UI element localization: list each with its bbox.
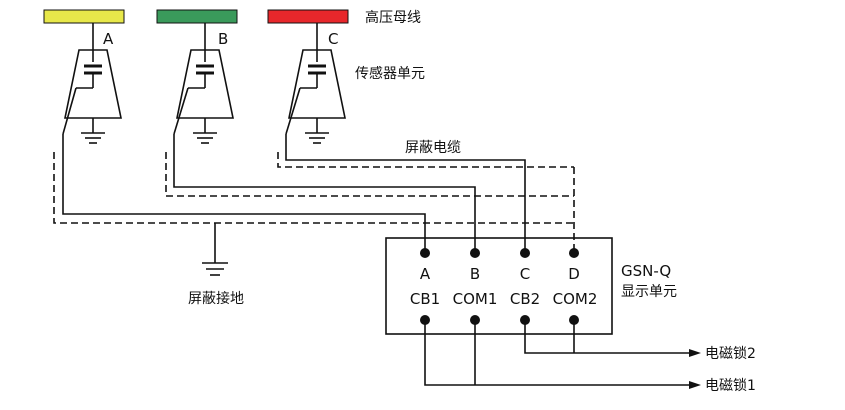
display-unit: A B C D CB1 COM1 CB2 COM2 [385, 237, 613, 335]
display-unit-box [385, 237, 613, 335]
sensor-body-c [288, 49, 346, 119]
arrow-lock1-icon [689, 381, 701, 389]
busbar-b [156, 9, 238, 24]
sensor-unit-label: 传感器单元 [355, 65, 425, 82]
terminal-label-com1: COM1 [453, 290, 498, 308]
sensor-body-b [176, 49, 234, 119]
phase-label-b: B [218, 30, 228, 48]
sensor-b: B [173, 23, 234, 144]
lock-wires [424, 320, 701, 389]
signal-wires [62, 134, 526, 253]
busbar-label: 高压母线 [365, 9, 421, 26]
terminal-label-b: B [470, 265, 480, 283]
terminal-label-cb1: CB1 [410, 290, 440, 308]
terminal-c [520, 248, 530, 258]
terminal-label-a: A [420, 265, 431, 283]
lock-label-2: 电磁锁2 [705, 346, 756, 362]
terminal-label-d: D [568, 265, 580, 283]
terminal-label-cb2: CB2 [510, 290, 540, 308]
phase-label-a: A [103, 30, 114, 48]
shield-ground-label: 屏蔽接地 [188, 290, 244, 307]
busbar-c [267, 9, 349, 24]
busbar-group: 高压母线 [43, 9, 421, 26]
display-unit-model: GSN-Q [621, 262, 671, 280]
busbar-a [43, 9, 125, 24]
terminal-label-com2: COM2 [553, 290, 598, 308]
sensor-body-a [64, 49, 122, 119]
terminal-a [420, 248, 430, 258]
terminal-d [569, 248, 579, 258]
arrow-lock2-icon [689, 349, 701, 357]
terminal-b [470, 248, 480, 258]
terminal-label-c: C [520, 265, 530, 283]
sensor-c: C [285, 23, 346, 144]
lock-label-1: 电磁锁1 [705, 378, 756, 394]
sensor-a: A [62, 23, 122, 144]
phase-label-c: C [328, 30, 338, 48]
display-unit-name: 显示单元 [621, 284, 677, 300]
shield-cable-label: 屏蔽电缆 [405, 140, 461, 156]
